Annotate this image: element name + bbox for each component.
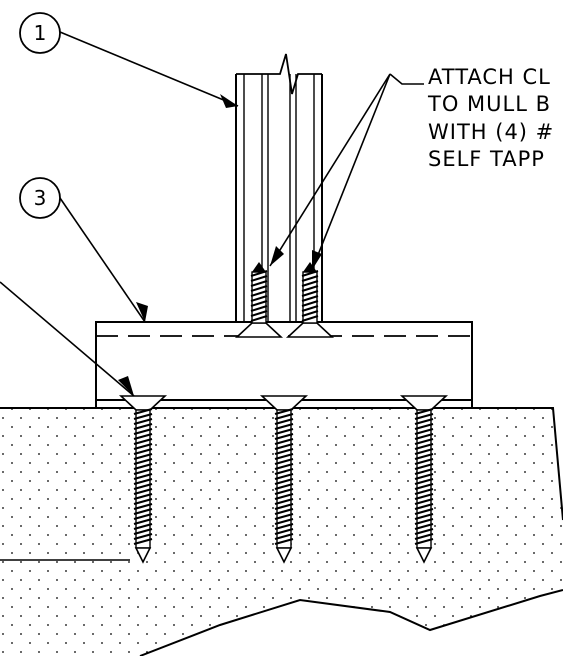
callout-1: 1 <box>19 12 61 54</box>
mull-member <box>235 53 323 322</box>
note-line-4: SELF TAPP <box>428 147 545 171</box>
note-line-2: TO MULL B <box>427 92 551 116</box>
clip-screw-right <box>285 262 335 338</box>
note-line-3: WITH (4) # <box>428 120 554 144</box>
clip-screw-left <box>234 262 284 338</box>
base-plate <box>95 321 473 409</box>
lower-anchors <box>118 395 449 564</box>
callout-1-label: 1 <box>34 21 47 45</box>
anchor-left <box>118 395 168 564</box>
callout-3: 3 <box>19 177 61 219</box>
note-line-1: ATTACH CL <box>428 65 551 89</box>
leader-lines <box>0 31 424 561</box>
break-line <box>236 53 322 95</box>
anchor-center <box>259 395 309 564</box>
anchor-right <box>399 395 449 564</box>
attachment-note: ATTACH CL TO MULL B WITH (4) # SELF TAPP <box>427 65 554 171</box>
callout-3-label: 3 <box>34 186 47 210</box>
upper-screws <box>234 262 335 338</box>
